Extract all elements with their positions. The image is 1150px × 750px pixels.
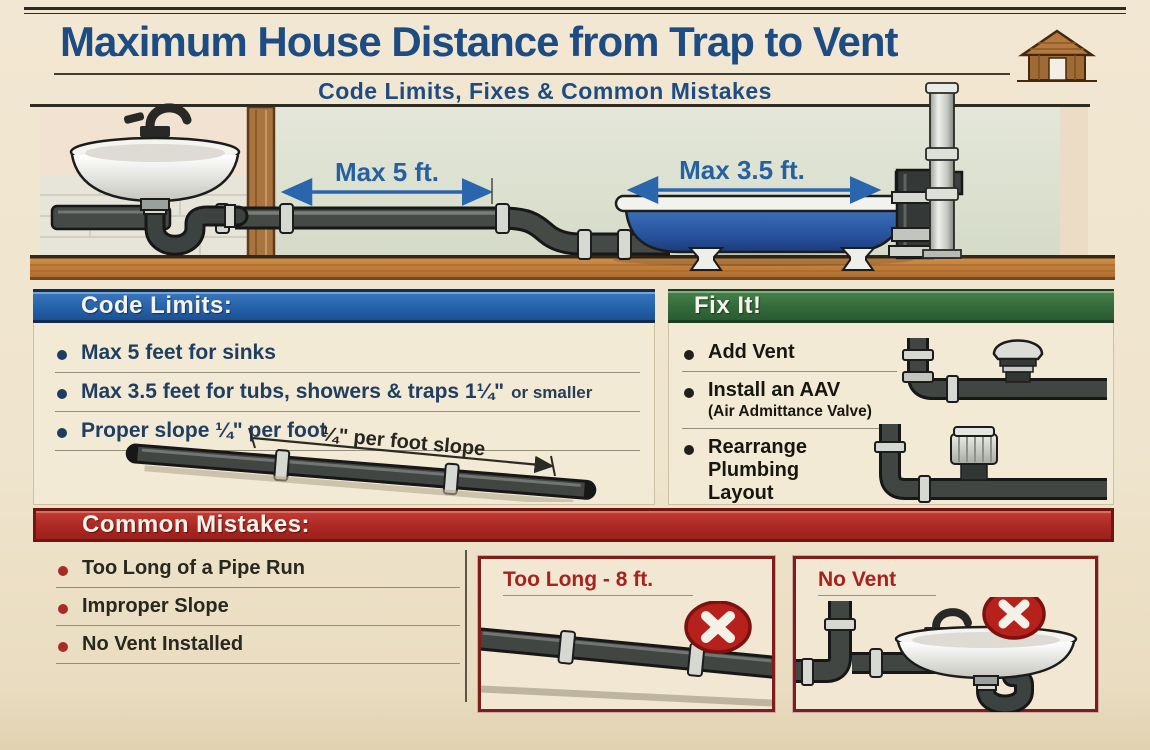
bullet-dot-icon <box>57 389 67 399</box>
too-long-example-box: Too Long - 8 ft. <box>477 555 776 713</box>
fix-it-item: Add Vent <box>682 334 897 372</box>
slope-label: ¼" per foot slope <box>321 424 486 461</box>
aav-vent-diagram <box>902 338 1107 403</box>
common-mistakes-header: Common Mistakes: <box>33 508 1114 542</box>
red-x-icon <box>684 601 752 654</box>
rearrange-layout-diagram <box>874 424 1107 503</box>
vertical-divider <box>465 550 467 702</box>
aav-valve-icon <box>992 339 1044 383</box>
sink-dimension-arrow: Max 5 ft. <box>280 157 494 206</box>
code-limit-text: Proper slope ¼" per foot <box>81 419 327 442</box>
bullet-dot-icon <box>684 350 694 360</box>
no-vent-sink-illustration <box>796 597 1078 712</box>
bullet-dot-icon <box>57 428 67 438</box>
code-limit-item: Max 5 feet for sinks <box>55 334 640 373</box>
fix-it-subtext: (Air Admittance Valve) <box>708 403 872 420</box>
code-limit-suffix: or smaller <box>511 383 593 402</box>
code-limits-header: Code Limits: <box>33 289 655 323</box>
code-limit-item: Proper slope ¼" per foot <box>55 412 640 451</box>
fix-it-header: Fix It! <box>668 289 1114 323</box>
sloped-pipe <box>125 443 597 502</box>
common-mistakes-list: Too Long of a Pipe Run Improper Slope No… <box>56 550 460 664</box>
mistake-item: Too Long of a Pipe Run <box>56 550 460 588</box>
wall-corner <box>1060 107 1088 257</box>
plumbing-scene: Max 5 ft. Max 3.5 ft. <box>30 82 1115 280</box>
fix-it-text: Add Vent <box>708 341 795 363</box>
mistake-text: Too Long of a Pipe Run <box>82 557 305 579</box>
vent-pipe <box>922 82 962 259</box>
fix-it-text: Install an AAV <box>708 379 841 401</box>
wood-floor <box>30 255 1115 280</box>
code-limits-list: Max 5 feet for sinks Max 3.5 feet for tu… <box>55 334 640 451</box>
bullet-dot-icon <box>58 604 68 614</box>
page-subtitle: Code Limits, Fixes & Common Mistakes <box>318 78 772 104</box>
no-vent-example-box: No Vent <box>792 555 1099 713</box>
wood-stud <box>246 105 276 259</box>
wall-top-line <box>30 104 1090 107</box>
code-limits-heading: Code Limits: <box>81 292 233 319</box>
fix-it-text: Rearrange Plumbing Layout <box>708 436 807 504</box>
max-3-5ft-label: Max 3.5 ft. <box>679 155 805 185</box>
fix-it-item: Install an AAV (Air Admittance Valve) <box>682 372 897 429</box>
bullet-dot-icon <box>57 350 67 360</box>
bullet-dot-icon <box>684 388 694 398</box>
code-limit-item: Max 3.5 feet for tubs, showers & traps 1… <box>55 373 640 412</box>
mistake-text: Improper Slope <box>82 595 229 617</box>
fix-it-list: Add Vent Install an AAV (Air Admittance … <box>682 334 897 512</box>
common-mistakes-heading: Common Mistakes: <box>82 511 311 538</box>
mistake-text: No Vent Installed <box>82 633 244 655</box>
mistake-item: Improper Slope <box>56 588 460 626</box>
bullet-dot-icon <box>58 566 68 576</box>
tub-feet <box>687 247 877 271</box>
faucet-icon <box>145 103 192 131</box>
sink <box>69 103 241 211</box>
small-sink <box>894 608 1078 686</box>
no-vent-title: No Vent <box>818 568 937 596</box>
max-5ft-label: Max 5 ft. <box>335 157 439 187</box>
slope-diagram: ¼" per foot slope <box>125 424 597 502</box>
top-rule-thick <box>24 7 1126 10</box>
bullet-dot-icon <box>58 642 68 652</box>
code-limit-text: Max 5 feet for sinks <box>81 341 276 364</box>
coupling-fitting-icon <box>950 426 998 481</box>
top-rule-thin <box>24 13 1126 14</box>
title-underline <box>54 73 1010 75</box>
too-long-pipe-illustration <box>481 601 772 707</box>
page-title: Maximum House Distance from Trap to Vent <box>60 18 899 65</box>
red-x-icon <box>982 597 1046 640</box>
mistake-item: No Vent Installed <box>56 626 460 664</box>
code-limit-text: Max 3.5 feet for tubs, showers & traps 1… <box>81 380 505 403</box>
bullet-dot-icon <box>684 445 694 455</box>
tub-dimension-arrow: Max 3.5 ft. <box>626 155 882 204</box>
house-icon <box>1017 29 1097 82</box>
too-long-title: Too Long - 8 ft. <box>503 568 694 596</box>
fix-it-heading: Fix It! <box>694 291 762 319</box>
fix-it-item: Rearrange Plumbing Layout <box>682 429 838 512</box>
fix-it-illustrations <box>874 338 1107 503</box>
